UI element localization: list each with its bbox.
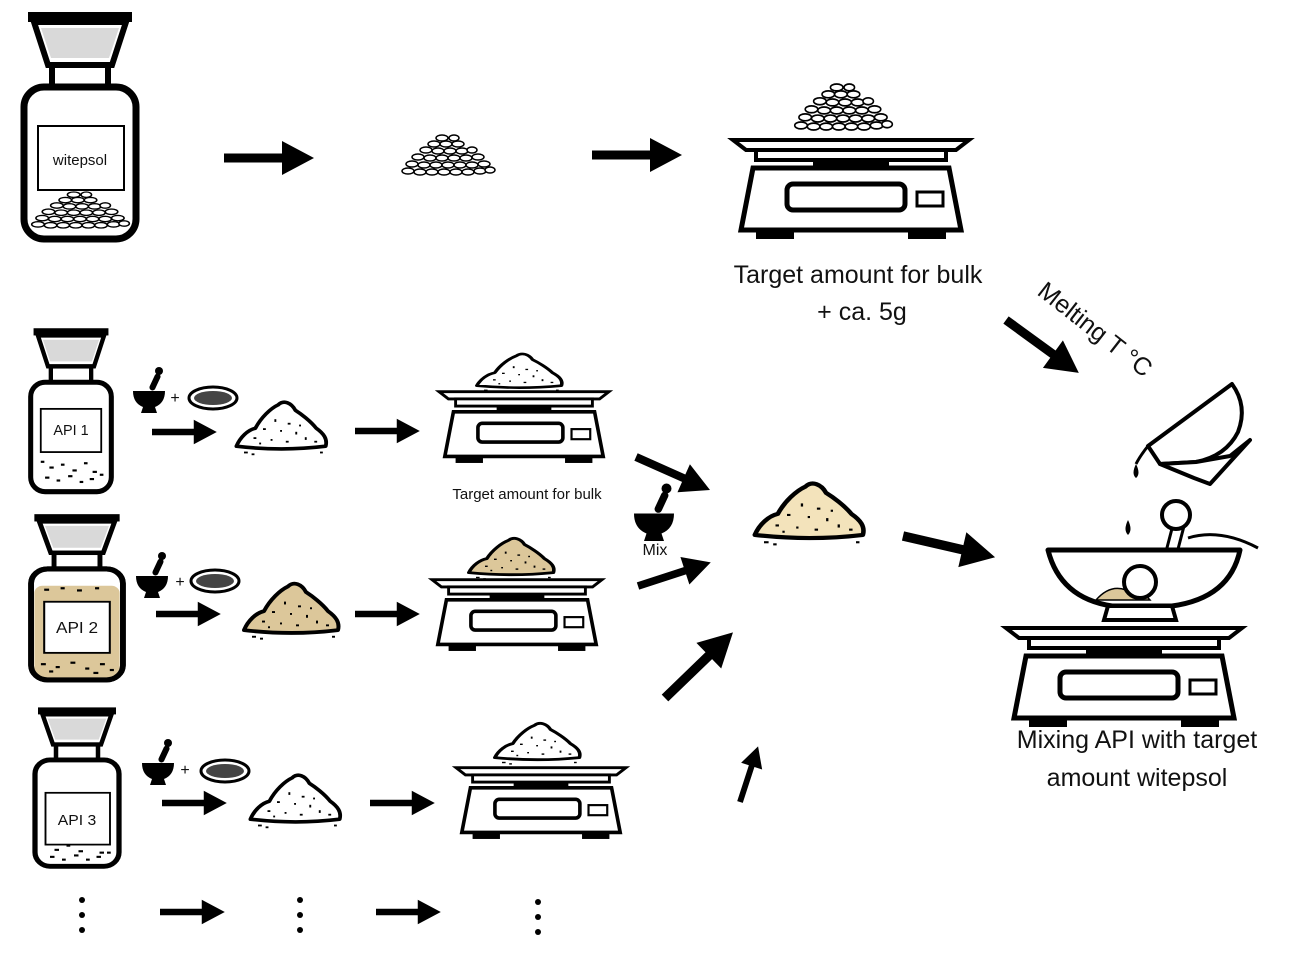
plus-sign: + bbox=[175, 574, 184, 591]
arrow-icon bbox=[370, 790, 435, 816]
arrow-icon bbox=[152, 419, 217, 445]
mortar-icon bbox=[136, 552, 168, 598]
api2-powder-on-scale bbox=[466, 536, 556, 582]
ellipsis-icon bbox=[297, 897, 303, 933]
final-mixing-label: Mixing API with target bbox=[1017, 726, 1257, 754]
api3-powder-on-scale bbox=[492, 721, 582, 767]
sieve-dish-icon bbox=[187, 385, 239, 411]
mortar-icon bbox=[142, 739, 174, 785]
api1-powder-on-scale bbox=[474, 352, 564, 395]
arrow-icon bbox=[355, 418, 420, 444]
api1-scale bbox=[437, 389, 611, 465]
arrow-icon bbox=[898, 518, 1000, 575]
final-mixing-label-line2: amount witepsol bbox=[1047, 764, 1228, 792]
ellipsis-icon bbox=[535, 899, 541, 935]
sieve-dish-icon bbox=[199, 758, 251, 784]
arrow-icon bbox=[156, 601, 221, 627]
mixed-powder bbox=[755, 484, 864, 546]
witepsol-jar: witepsol bbox=[24, 12, 136, 239]
arrow-icon bbox=[652, 619, 746, 711]
api3-powder bbox=[248, 773, 343, 831]
arrow-icon bbox=[376, 899, 441, 925]
api2-powder bbox=[242, 581, 341, 642]
bulk-target-extra-label: + ca. 5g bbox=[817, 298, 907, 326]
ellipsis-icon bbox=[79, 897, 85, 933]
bulk-scale bbox=[733, 140, 969, 239]
api2-jar-label: API 2 bbox=[56, 620, 98, 637]
witepsol-jar-label: witepsol bbox=[52, 152, 107, 169]
arrow-icon bbox=[224, 141, 314, 175]
plus-sign: + bbox=[170, 390, 179, 407]
arrow-icon bbox=[162, 790, 227, 816]
plus-sign: + bbox=[180, 762, 189, 779]
api1-jar-label: API 1 bbox=[53, 423, 88, 439]
api1-jar: API 1 bbox=[31, 328, 112, 491]
mortar-icon bbox=[133, 367, 165, 413]
sieve-dish-icon bbox=[189, 568, 241, 594]
api3-scale bbox=[454, 765, 628, 841]
arrow-icon bbox=[729, 742, 769, 806]
api3-jar: API 3 bbox=[35, 707, 119, 866]
arrow-icon bbox=[160, 899, 225, 925]
witepsol-pellets bbox=[401, 134, 496, 176]
api2-jar: API 2 bbox=[31, 514, 126, 680]
api1-target-label: Target amount for bulk bbox=[452, 486, 602, 503]
arrow-icon bbox=[592, 138, 682, 172]
arrow-icon bbox=[355, 601, 420, 627]
api2-scale bbox=[430, 577, 604, 653]
api3-jar-label: API 3 bbox=[58, 812, 96, 828]
final-scale bbox=[1006, 628, 1242, 727]
bulk-pellets-on-scale bbox=[793, 83, 894, 131]
final-mortar-bowl-icon bbox=[1045, 499, 1259, 622]
mix-label: Mix bbox=[643, 542, 668, 559]
arrow-icon bbox=[629, 443, 717, 504]
api1-powder bbox=[234, 400, 329, 458]
melting-vessel-icon bbox=[1133, 382, 1252, 486]
bulk-target-label: Target amount for bulk bbox=[734, 261, 983, 289]
mortar-icon bbox=[634, 483, 674, 541]
